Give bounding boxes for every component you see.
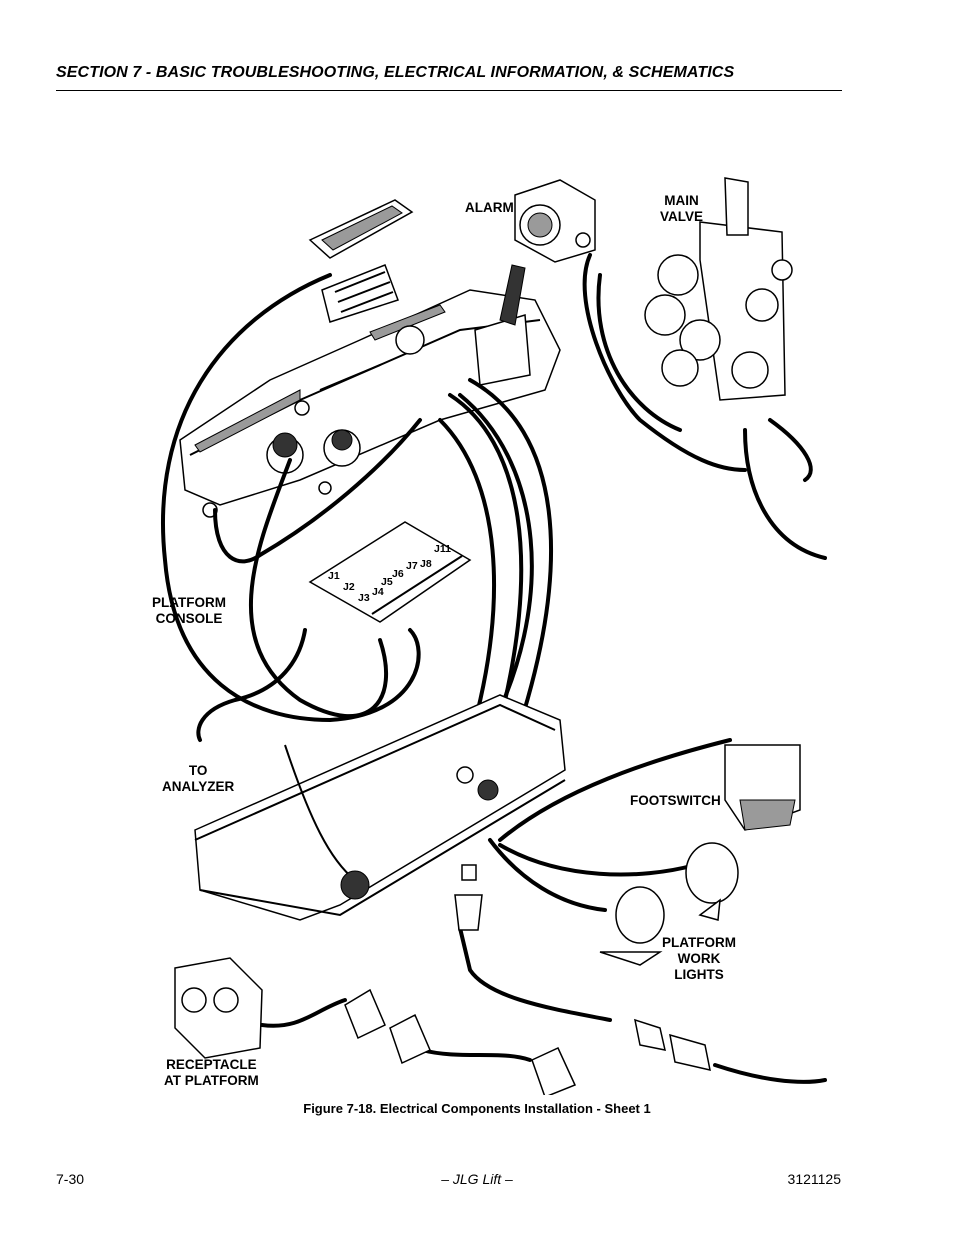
page-number: 7-30 <box>56 1171 85 1187</box>
extension-cord <box>344 988 711 1095</box>
header-rule <box>56 90 842 91</box>
wiring-harness <box>161 253 827 1084</box>
label-platform-console: PLATFORM CONSOLE <box>152 595 226 626</box>
figure-caption: Figure 7-18. Electrical Components Insta… <box>303 1101 651 1116</box>
wiring-figure: ALARM MAIN VALVE PLATFORM CONSOLE TO ANA… <box>150 165 840 1095</box>
footer-brand: – JLG Lift – <box>441 1171 513 1187</box>
display-module <box>308 199 414 323</box>
label-receptacle-at-platform: RECEPTACLE AT PLATFORM <box>164 1057 259 1088</box>
control-board <box>308 521 472 623</box>
label-alarm: ALARM <box>465 200 514 215</box>
connector-j11: J11 <box>434 543 451 555</box>
connector-j7: J7 <box>406 560 418 572</box>
connector-j2: J2 <box>343 581 355 593</box>
document-number: 3121125 <box>787 1171 841 1187</box>
footswitch <box>724 744 801 831</box>
alarm <box>514 179 596 263</box>
connector-j6: J6 <box>392 568 404 580</box>
label-platform-work-lights: PLATFORM WORK LIGHTS <box>662 935 736 982</box>
label-to-analyzer: TO ANALYZER <box>162 763 235 794</box>
section-title: SECTION 7 - BASIC TROUBLESHOOTING, ELECT… <box>56 64 735 81</box>
main-valve <box>644 177 793 401</box>
platform-work-lights <box>599 842 739 966</box>
connector-j1: J1 <box>328 570 340 582</box>
receptacle-at-platform <box>174 957 263 1059</box>
platform-console <box>179 264 561 518</box>
label-main-valve: MAIN VALVE <box>660 193 704 224</box>
page-header: SECTION 7 - BASIC TROUBLESHOOTING, ELECT… <box>56 64 842 91</box>
connector-j4: J4 <box>372 586 384 598</box>
wiring-illustration <box>161 177 827 1095</box>
platform-tray <box>194 694 566 931</box>
connector-j5: J5 <box>381 576 393 588</box>
connector-j8: J8 <box>420 558 432 570</box>
connector-j3: J3 <box>358 592 370 604</box>
label-footswitch: FOOTSWITCH <box>630 793 721 808</box>
